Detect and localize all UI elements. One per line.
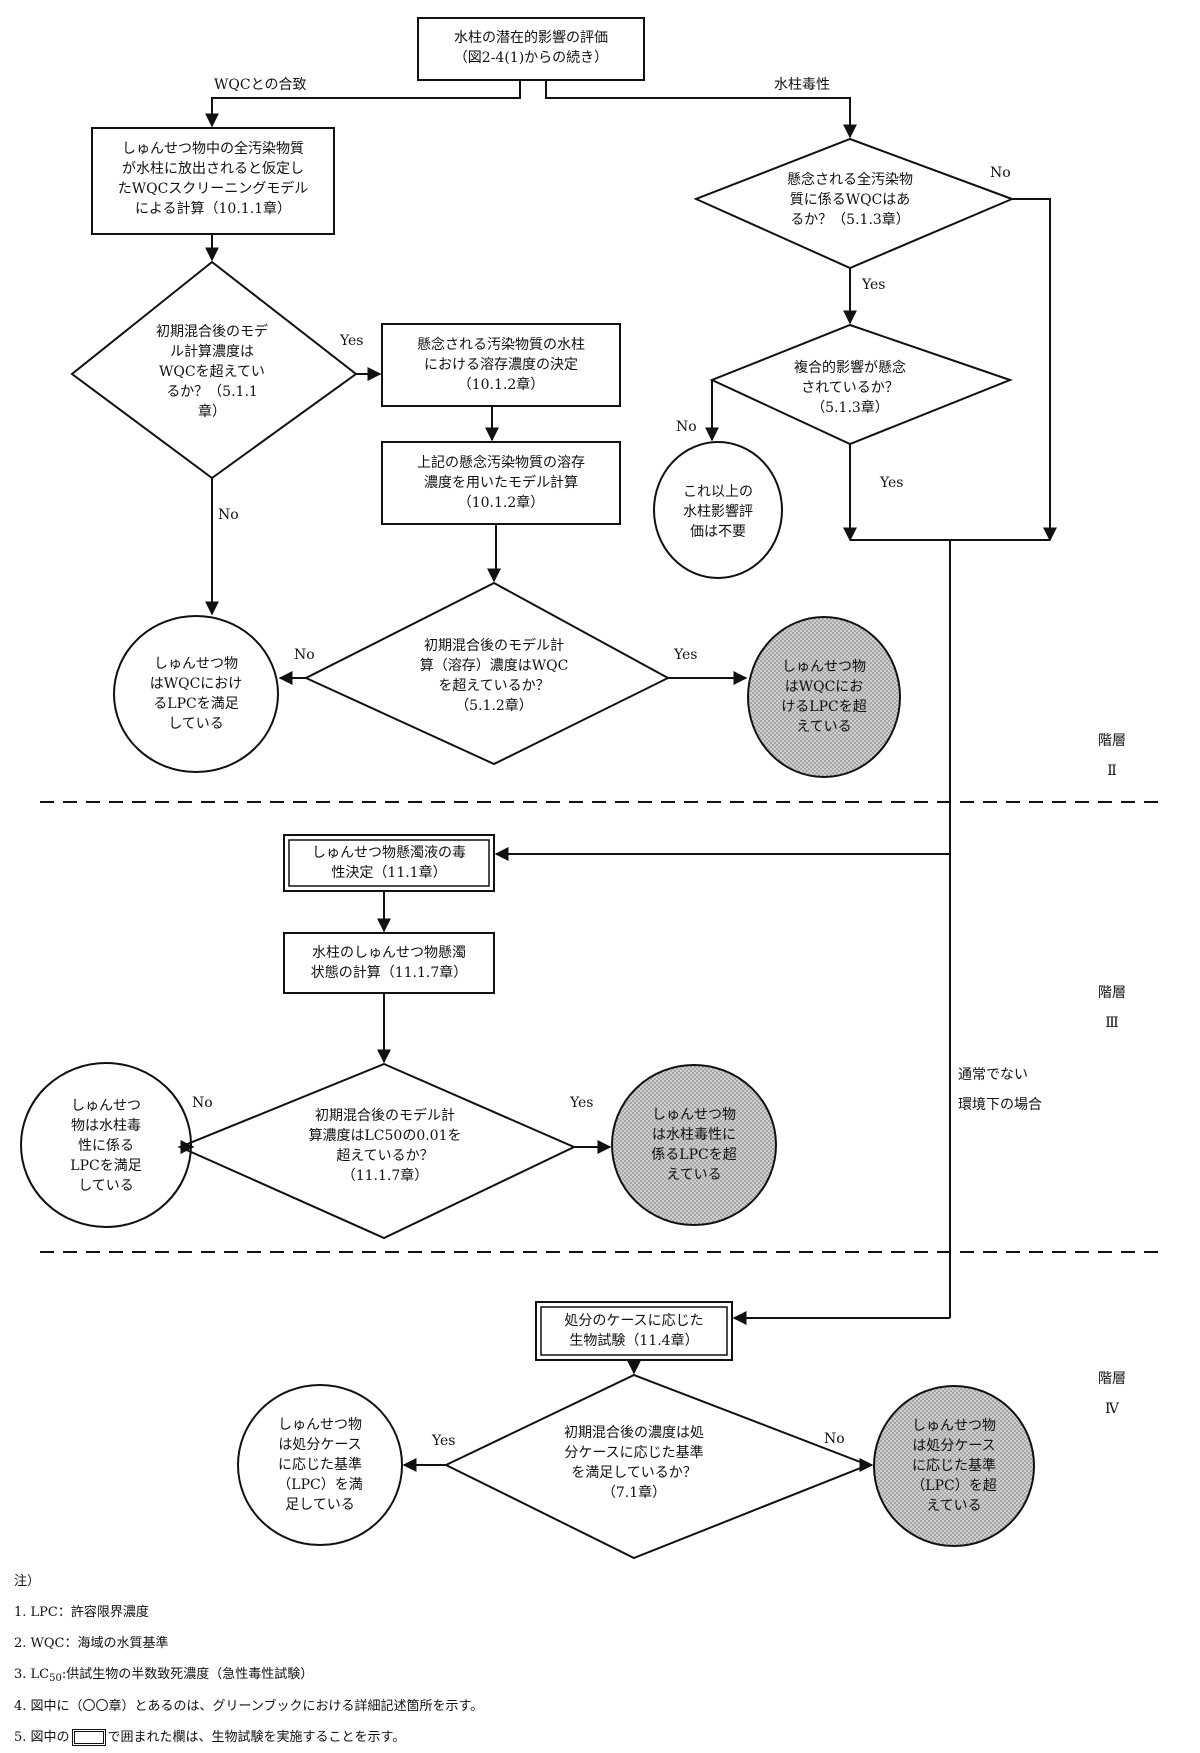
- outcome-no-more-text: これ以上の水柱影響評価は不要: [683, 484, 753, 540]
- label-wqc-match: WQCとの合致: [214, 77, 307, 93]
- label-no-5: No: [192, 1095, 213, 1111]
- decision-dissolved-wqc: [303, 581, 671, 766]
- label-no-3: No: [990, 165, 1011, 181]
- note-4: 4. 図中に（〇〇章）とあるのは、グリーンブックにおける詳細記述箇所を示す。: [14, 1699, 484, 1714]
- label-yes-4: Yes: [880, 475, 904, 491]
- toxicity-box-inner: [288, 839, 490, 887]
- outcome-no-more-assessment: [653, 441, 783, 579]
- note-3: 3. LC50:供試生物の半数致死濃度（急性毒性試験）: [14, 1667, 314, 1684]
- suspension-box: [283, 932, 495, 994]
- note-1: 1. LPC：許容限界濃度: [14, 1605, 149, 1620]
- outcome-satisfies-wqc: [113, 615, 279, 773]
- wqc-calc-text: しゅんせつ物中の全汚染物質が水柱に放出されると仮定したWQCスクリーニングモデル…: [117, 141, 309, 217]
- outcome-exceeds-wqc-text: しゅんせつ物はWQCにおけるLPCを超えている: [781, 659, 867, 735]
- decision-combined-text: 複合的影響が懸念されているか？（5.1.3章）: [794, 360, 906, 416]
- label-unusual: 通常でない環境下の場合: [958, 1067, 1042, 1113]
- model-calc-box: [381, 441, 621, 525]
- outcome-exceeds-case: [873, 1385, 1035, 1547]
- notes-section: 注） 1. LPC：許容限界濃度 2. WQC：海域の水質基準 3. LC50:…: [14, 1566, 483, 1753]
- note-2: 2. WQC：海域の水質基準: [14, 1636, 169, 1651]
- label-yes-3: Yes: [862, 277, 886, 293]
- label-wc-toxicity: 水柱毒性: [774, 77, 830, 93]
- label-yes-1: Yes: [340, 333, 364, 349]
- decision-case: [443, 1373, 871, 1560]
- outcome-exceeds-toxicity: [611, 1064, 777, 1226]
- connector-model-decision: [487, 524, 501, 583]
- outcome-satisfies-wqc-text: しゅんせつ物はWQCにおけるLPCを満足している: [149, 656, 243, 732]
- notes-heading: 注）: [14, 1574, 41, 1589]
- model-calc-text: 上記の懸念汚染物質の溶存濃度を用いたモデル計算（10.1.2章）: [417, 455, 585, 511]
- suspension-text: 水柱のしゅんせつ物懸濁状態の計算（11.1.7章）: [310, 945, 468, 981]
- toxicity-box: [283, 834, 495, 892]
- label-yes-6: Yes: [432, 1433, 456, 1449]
- decision-wqc-exist-text: 懸念される全汚染物質に係るWQCはあるか？（5.1.3章）: [787, 172, 913, 228]
- connector-start-right: [545, 80, 857, 139]
- label-no-1: No: [218, 507, 239, 523]
- start-text: 水柱の潜在的影響の評価（図2-4(1)からの続き）: [453, 30, 609, 66]
- bioassay-text: 処分のケースに応じた生物試験（11.4章）: [564, 1313, 704, 1349]
- label-no-6: No: [824, 1431, 845, 1447]
- outcome-satisfies-case: [237, 1384, 403, 1546]
- outcome-exceeds-case-text: しゅんせつ物は処分ケースに応じた基準（LPC）を超えている: [911, 1418, 997, 1514]
- toxicity-text: しゅんせつ物懸濁液の毒性決定（11.1章）: [312, 845, 466, 881]
- label-yes-2: Yes: [674, 647, 698, 663]
- outcome-exceeds-tox-text: しゅんせつ物は水柱毒性に係るLPCを超えている: [651, 1107, 737, 1183]
- note-5: 5. 図中ので囲まれた欄は、生物試験を実施することを示す。: [14, 1729, 406, 1746]
- connector-start-left: [205, 80, 521, 128]
- dissolved-text: 懸念される汚染物質の水柱における溶存濃度の決定（10.1.2章）: [417, 337, 585, 393]
- dissolved-box: [381, 323, 621, 407]
- label-no-2: No: [294, 647, 315, 663]
- start-box: [417, 17, 645, 81]
- label-no-4: No: [676, 419, 697, 435]
- bioassay-box-inner: [540, 1306, 728, 1356]
- double-box-legend-icon: [71, 1729, 106, 1746]
- decision-lc50: [177, 1062, 577, 1240]
- outcome-exceeds-wqc: [747, 616, 901, 778]
- outcome-satisfies-case-text: しゅんせつ物は処分ケースに応じた基準（LPC）を満足している: [277, 1417, 363, 1513]
- decision-case-text: 初期混合後の濃度は処分ケースに応じた基準を満足しているか？（7.1章）: [564, 1425, 704, 1501]
- connector-wqc-no: [1012, 198, 1057, 542]
- label-yes-5: Yes: [570, 1095, 594, 1111]
- decision-lc50-text: 初期混合後のモデル計算濃度はLC50の0.01を超えているか？（11.1.7章）: [308, 1108, 462, 1184]
